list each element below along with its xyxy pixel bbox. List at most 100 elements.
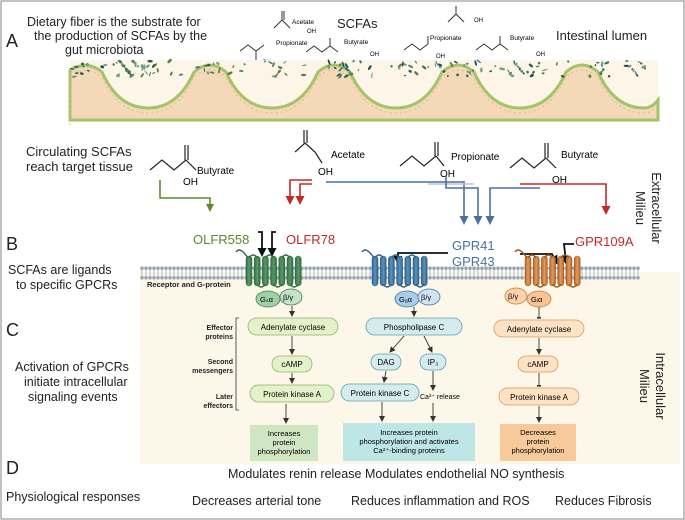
camp-left-box [271,355,313,373]
butyrate-small-label-2: Butyrate [510,35,535,42]
gs-beta-gamma-subunit [279,288,303,306]
microbe [404,74,406,77]
circulating-line-2: reach target tissue [26,159,133,174]
butyrate-large-skeleton-2 [509,157,547,169]
microbe [344,74,349,78]
microbe [146,64,150,68]
acetate-large-label: Acetate [331,150,365,161]
microbe [136,65,139,68]
adenylate-cyclase-left-box [247,317,339,336]
microbe [446,74,449,78]
small-oh-3: OH [370,52,379,58]
transmembrane-helix [549,255,556,287]
microbe [466,70,472,75]
microbe [333,67,337,69]
left-result-line-2: protein [273,438,296,447]
propionate-large-label: Propionate [451,152,500,163]
gpr109a-label: GPR109A [575,234,634,249]
villus-surface [68,63,660,122]
right-result-box [500,424,576,461]
microbe [79,72,84,75]
microbe [520,69,524,73]
microbe [339,73,342,79]
gi-beta-label: β/γ [508,292,518,301]
microbe [81,62,85,66]
microbe [277,65,283,70]
microbe [623,64,630,68]
microbe [639,63,643,65]
gpr109a-binding-arrow [560,243,574,265]
activation-line-2: initiate intracellular [24,375,128,389]
plc-box [365,317,463,336]
g-protein-middle: Gₐα β/γ [394,288,441,308]
right-pathway: Adenylate cyclase cAMP Protein kinase A … [493,319,585,461]
receptor-loop [374,254,384,259]
gs-beta-label: β/γ [283,293,293,302]
response-fibrosis: Reduces Fibrosis [555,494,652,508]
microbe [489,70,493,73]
microbe [631,68,634,71]
microbe [641,65,647,69]
transmembrane-helix [573,255,581,287]
ip3-label: IP₃ [428,358,439,367]
transmembrane-helix [388,255,395,287]
microbe [414,71,419,76]
dag-box [370,353,402,371]
receptor-loop [543,254,554,259]
left-result-line-3: phosphorylation [258,447,311,456]
transmembrane-helix [420,255,428,287]
microbe [601,68,605,71]
propionate-oh-bond [435,155,445,167]
microbe [456,73,460,77]
microbe [348,72,354,76]
pkc-box [340,383,420,402]
microbe [434,63,437,68]
microbe [103,64,108,67]
right-result-line-3: phosphorylation [512,446,565,455]
propionate-small-skeleton-2 [403,43,429,51]
microbe [518,67,521,71]
microbe [594,64,597,67]
later-label-2: effectors [203,403,233,410]
section-letter-a: A [6,31,18,51]
microbe [636,74,639,77]
physiological-responses-label: Physiological responses [6,490,140,504]
microbe [522,72,525,75]
butyrate-small-skeleton-2 [475,43,509,51]
microbe [471,69,475,72]
transmembrane-helix [565,255,573,287]
microbe [147,59,153,63]
gi-alpha-label: Gᵢα [531,295,543,304]
microbe [555,62,558,66]
microbe [397,63,403,68]
pka-right-label: Protein kinase A [510,393,568,402]
acetate-to-gpr43-arrow [326,181,469,225]
second-label-2: messengers [192,368,233,375]
microbe [397,68,401,70]
microbe [154,63,158,67]
fiber-description-line-2: the production of SCFAs by the [34,29,207,43]
transmembrane-helix [245,255,253,287]
propionate-to-gpr41-arrow [445,176,483,225]
plc-label: Phospholipase C [384,323,445,332]
microbe [465,62,469,65]
butyrate-large-oh-2: OH [552,175,567,186]
g-protein-right: β/γ Gᵢα [504,287,552,308]
microbe [449,61,454,68]
section-letter-c: C [6,320,19,340]
microbe [367,65,372,71]
receptor-loop [552,283,562,288]
microbe [604,61,610,65]
microbe [435,60,438,65]
microbe [218,67,221,74]
microbe [301,73,307,77]
microbe [73,65,79,68]
microbe [140,64,144,68]
receptor-n-terminus [514,249,528,259]
microbe [600,72,603,75]
gq-alpha-label: Gₐα [399,295,413,304]
butyrate-large-oh-bond-2 [545,157,557,169]
ligand-arrows [159,176,611,225]
microbe [85,62,89,66]
